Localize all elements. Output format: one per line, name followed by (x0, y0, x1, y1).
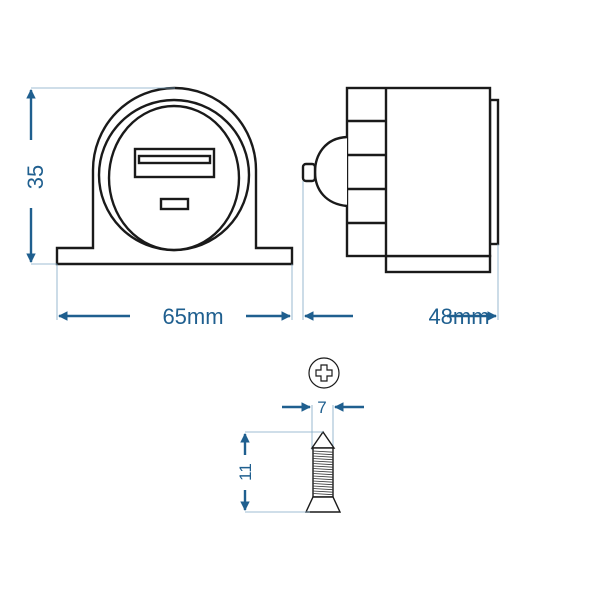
front-view (55, 86, 294, 266)
screw-thread (312, 465, 334, 468)
dimension-screw-diameter: 7 (282, 398, 364, 450)
side-base (384, 254, 492, 274)
screw-thread (312, 450, 334, 453)
screw-thread (312, 470, 334, 473)
screw-thread (312, 475, 334, 478)
screw-thread (312, 480, 334, 483)
screw-thread (312, 453, 334, 456)
screw-thread (312, 463, 334, 466)
phillips-screw-head-icon (315, 364, 333, 382)
dome (313, 135, 348, 208)
screw-thread (312, 493, 334, 496)
side-body (345, 86, 492, 258)
depth-label: 48mm (428, 304, 489, 329)
back-plate (488, 98, 500, 246)
screw-thread (312, 485, 334, 488)
screw-thread (312, 478, 334, 481)
height-label: 35 (23, 165, 48, 189)
dimension-width: 65mm (56, 264, 293, 329)
side-view (301, 86, 500, 274)
screw-thread (312, 483, 334, 486)
screw-length-label: 11 (236, 463, 255, 481)
dimension-depth: 48mm (302, 181, 499, 329)
screw-thread (312, 473, 334, 476)
width-label: 65mm (162, 304, 223, 329)
screw-thread (312, 490, 334, 493)
indicator-slot (159, 197, 190, 211)
screw-thread (312, 460, 334, 463)
usb-port-tongue (137, 154, 212, 165)
screw-side-view (304, 430, 342, 513)
screw-thread (312, 458, 334, 461)
screw-thread (312, 468, 334, 471)
screw-thread (312, 488, 334, 491)
screw-diameter-label: 7 (317, 398, 326, 417)
dimension-screw-length: 11 (236, 431, 323, 513)
pin (301, 162, 317, 183)
screw-head-top-view (308, 357, 340, 389)
dimension-height: 35 (23, 87, 175, 265)
screw-thread (312, 455, 334, 458)
